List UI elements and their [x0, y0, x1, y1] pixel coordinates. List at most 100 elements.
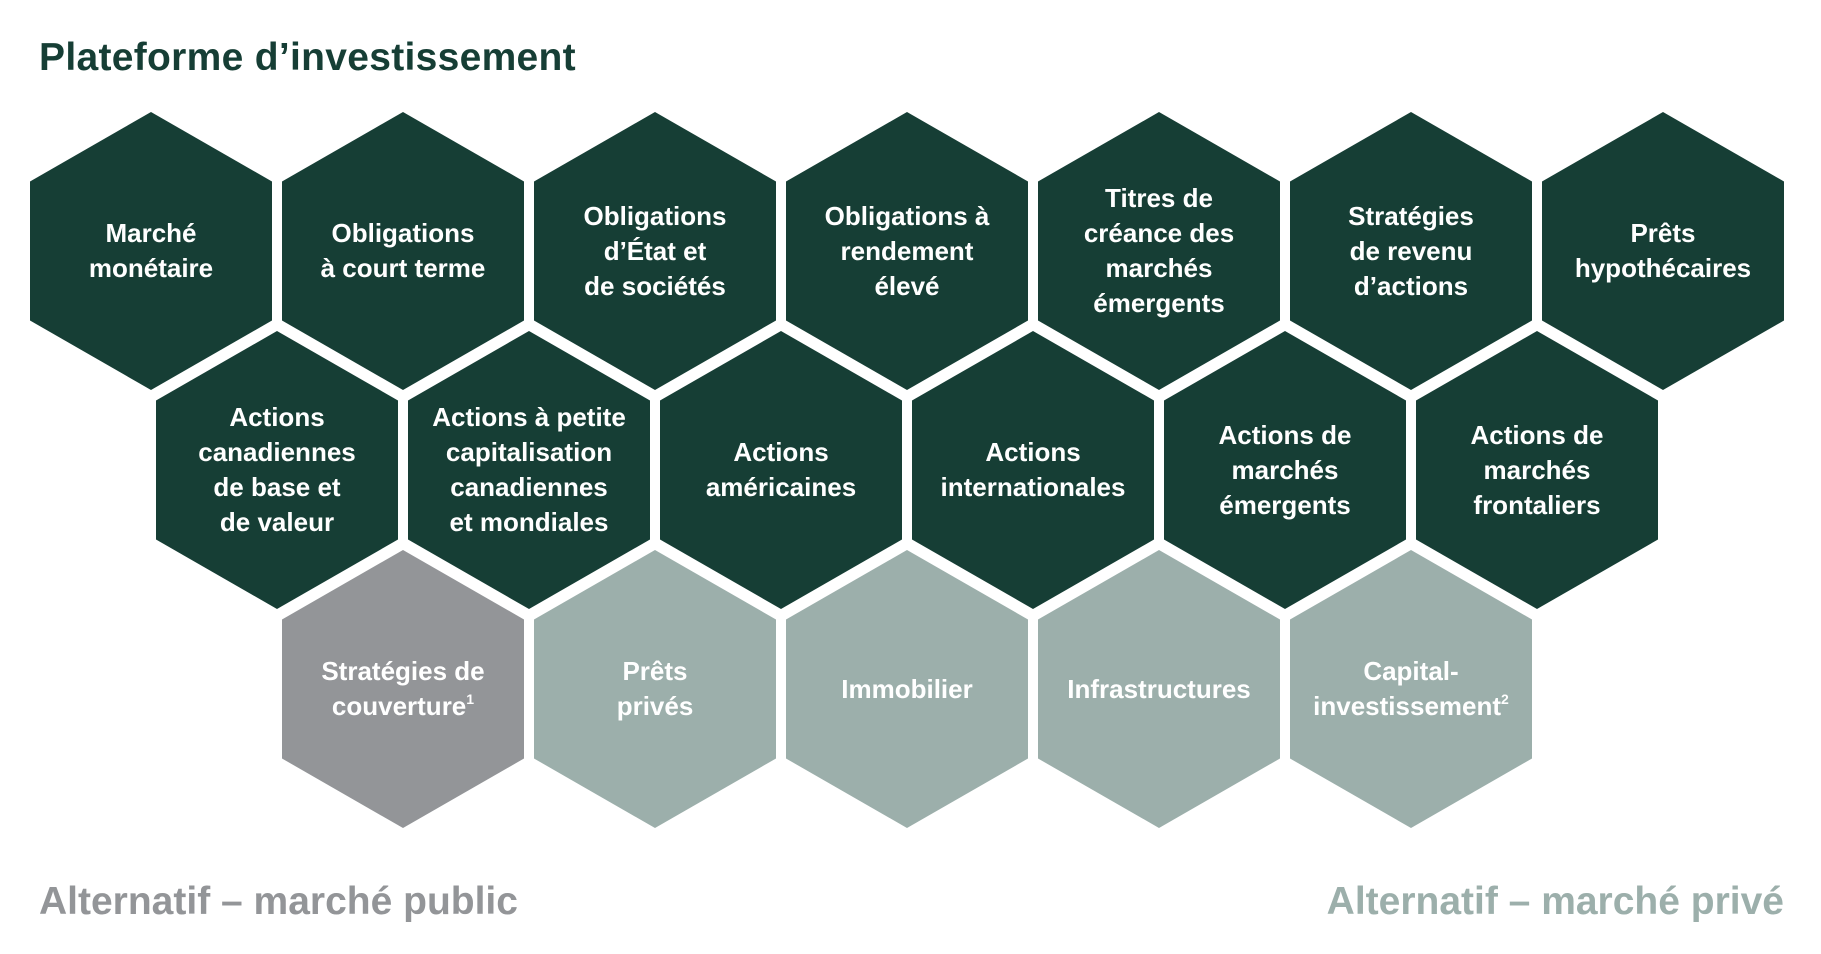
hex-label-line: Titres de — [1105, 183, 1213, 213]
hexagon-shape — [1290, 550, 1532, 828]
hexagon-shape — [30, 112, 272, 390]
hex-label: Actions américaines — [660, 331, 902, 609]
hex-strategies-de-revenu-dactions: Stratégies de revenu d’actions — [1290, 112, 1532, 390]
hex-actions-americaines: Actions américaines — [660, 331, 902, 609]
hex-label-line: émergents — [1093, 288, 1225, 318]
hex-label-line: élevé — [874, 270, 940, 301]
hexagon-shape — [786, 550, 1028, 828]
hexagon-shape — [1164, 331, 1406, 609]
hex-label-line: Prêts — [1630, 218, 1696, 248]
hex-actions-de-marches-frontaliers: Actions de marchés frontaliers — [1416, 331, 1658, 609]
hex-label-line: américaines — [705, 472, 857, 502]
hex-label-line: de base et — [213, 472, 341, 502]
hex-label-line: Prêts — [622, 656, 688, 686]
hex-label-line: Stratégies de — [321, 656, 485, 686]
hex-label-line: Actions à petite — [432, 402, 626, 432]
hex-label-line: rendement — [840, 235, 974, 266]
hex-label-line: Immobilier — [841, 673, 973, 704]
hexagon-shape — [786, 112, 1028, 390]
hex-label-line: Actions — [985, 437, 1081, 467]
hex-label: Obligations à court terme — [282, 112, 524, 390]
hex-strategies-de-couverture: Stratégies de couverture1 — [282, 550, 524, 828]
hexagon-shape — [282, 112, 524, 390]
hexagon-shape — [534, 550, 776, 828]
hex-label-line: de revenu — [1349, 235, 1473, 266]
footnote-marker: 2 — [1501, 691, 1509, 707]
hex-label-line: marchés — [1231, 454, 1339, 485]
hex-label-line: d’actions — [1353, 270, 1469, 301]
hex-label-line: capitalisation — [445, 437, 613, 467]
page-title: Plateforme d’investissement — [39, 36, 576, 79]
hex-label: Capital-investissement2 — [1290, 550, 1532, 828]
hex-label-line: canadiennes — [450, 472, 608, 502]
hex-actions-a-petite-capitalisation-canadiennes-et-mondiales: Actions à petite capitalisation canadienne… — [408, 331, 650, 609]
hex-label: Actions internationales — [912, 331, 1154, 609]
hex-marche-monetaire: Marché monétaire — [30, 112, 272, 390]
hexagon-shape — [1542, 112, 1784, 390]
hex-label-line: Actions de — [1470, 419, 1604, 450]
hex-label-line: et mondiales — [449, 507, 609, 537]
hex-label: Obligations à rendement élevé — [786, 112, 1028, 390]
hexagon-shape — [156, 331, 398, 609]
hex-label: Stratégies de couverture1 — [282, 550, 524, 828]
hex-immobilier: Immobilier — [786, 550, 1028, 828]
hex-label-line: privés — [616, 691, 694, 721]
hex-label-line: Obligations à — [824, 200, 990, 231]
hexagon-shape — [1038, 112, 1280, 390]
hex-label-line: Marché — [105, 218, 197, 248]
hex-label: Actions à petite capitalisation canadienne… — [408, 331, 650, 609]
hex-label-line: à court terme — [320, 253, 486, 283]
hex-label-line: créance des — [1083, 218, 1235, 248]
hex-prets-prives: Prêts privés — [534, 550, 776, 828]
hex-label-line: marchés — [1483, 454, 1591, 485]
hexagon-shape — [1290, 112, 1532, 390]
hex-label: Marché monétaire — [30, 112, 272, 390]
hex-label-line: de sociétés — [584, 270, 726, 301]
hex-obligations-detat-et-de-societes: Obligations d’État et de sociétés — [534, 112, 776, 390]
hex-obligations-a-court-terme: Obligations à court terme — [282, 112, 524, 390]
hex-label-line: internationales — [940, 472, 1126, 502]
hex-label-line: monétaire — [88, 253, 214, 283]
hex-label: Infrastructures — [1038, 550, 1280, 828]
hex-infrastructures: Infrastructures — [1038, 550, 1280, 828]
hex-label-line: Stratégies — [1348, 200, 1474, 231]
hexagon-shape — [1038, 550, 1280, 828]
hexagon-shape — [1416, 331, 1658, 609]
legend-private-alternative: Alternatif – marché privé — [1326, 880, 1784, 923]
hexagon-shape — [534, 112, 776, 390]
hex-label-line: émergents — [1219, 489, 1351, 520]
hex-label-line: frontaliers — [1473, 489, 1601, 520]
footnote-marker: 1 — [466, 691, 475, 707]
hex-label-line: investissement2 — [1313, 691, 1509, 721]
hex-label-line: couverture1 — [331, 691, 475, 721]
hex-capital-investissement: Capital-investissement2 — [1290, 550, 1532, 828]
hexagon-shape — [912, 331, 1154, 609]
hex-label: Stratégies de revenu d’actions — [1290, 112, 1532, 390]
legend-public-alternative: Alternatif – marché public — [39, 880, 518, 923]
hex-label-line: Capital- — [1363, 656, 1459, 686]
hex-label-line: Obligations — [583, 200, 727, 231]
hex-label: Prêts privés — [534, 550, 776, 828]
hex-label: Obligations d’État et de sociétés — [534, 112, 776, 390]
hexagon-shape — [408, 331, 650, 609]
hex-obligations-a-rendement-eleve: Obligations à rendement élevé — [786, 112, 1028, 390]
hex-label-line: Actions — [733, 437, 829, 467]
hexagon-shape — [282, 550, 524, 828]
hex-label-line: d’État et — [603, 235, 707, 266]
hex-label: Actions de marchés frontaliers — [1416, 331, 1658, 609]
hex-label-line: canadiennes — [198, 437, 356, 467]
hex-label-line: Infrastructures — [1067, 673, 1251, 704]
hex-label-line: Obligations — [331, 218, 475, 248]
hex-label-line: Actions — [229, 402, 325, 432]
hexagon-shape — [660, 331, 902, 609]
hex-actions-internationales: Actions internationales — [912, 331, 1154, 609]
